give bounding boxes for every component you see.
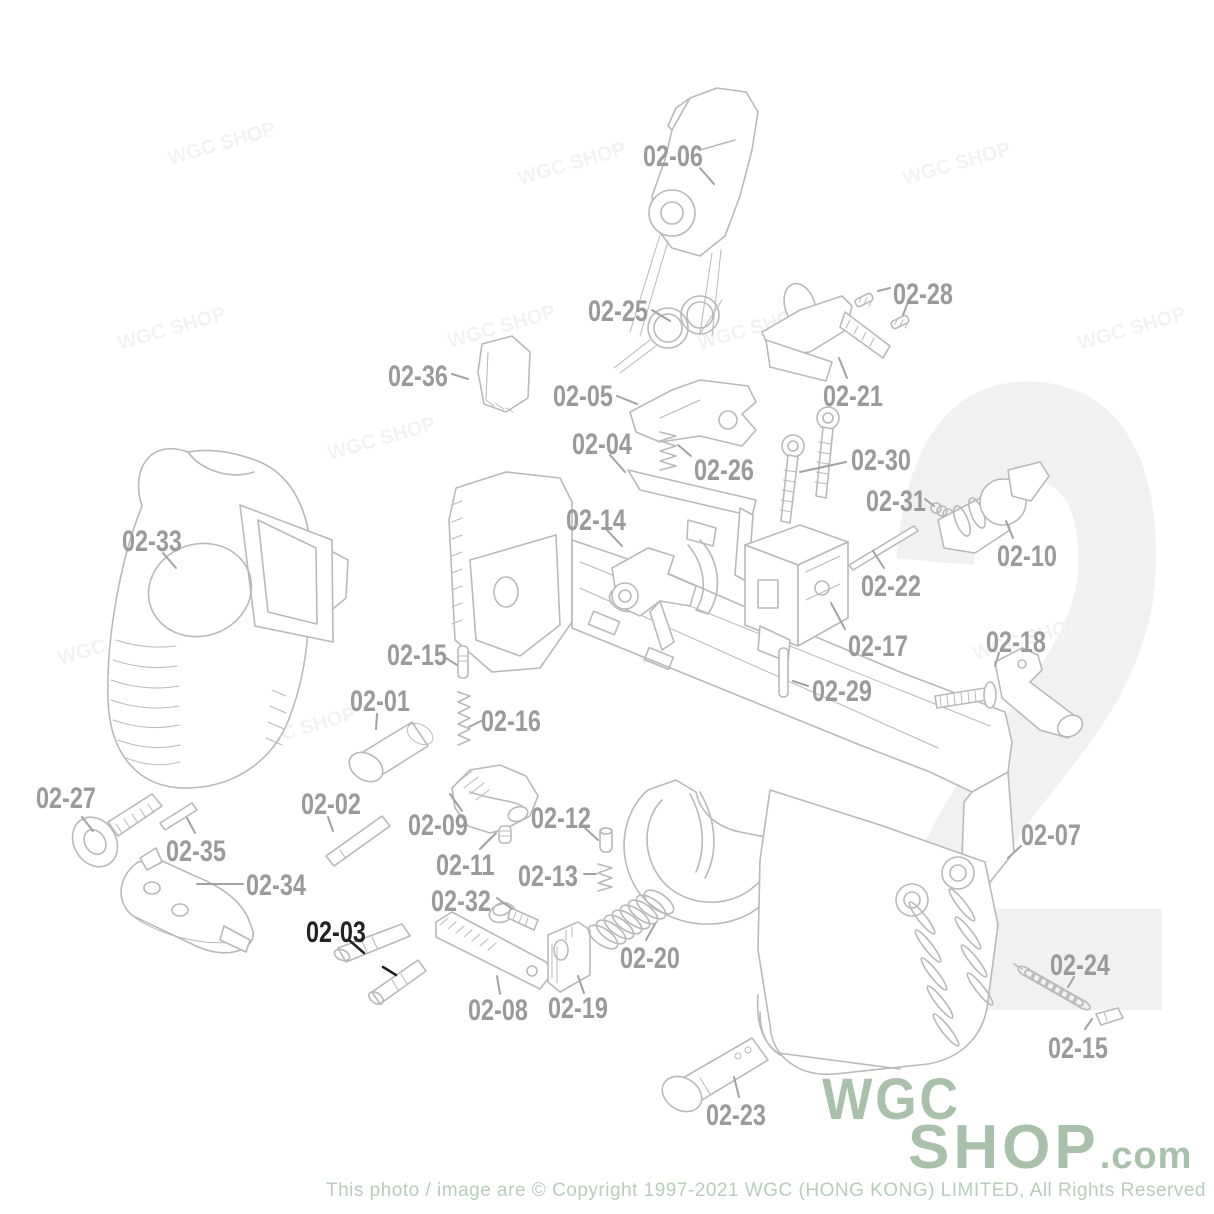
part-art-roller-02-01 xyxy=(348,721,434,783)
part-label-02-34: 02-34 xyxy=(246,869,306,902)
part-art-catch-02-08 xyxy=(435,911,554,990)
part-art-screw-02-11 xyxy=(498,825,512,844)
part-art-spring-02-20 xyxy=(587,889,675,950)
part-art-spring-02-13 xyxy=(597,863,613,892)
logo-shop-text: SHOP xyxy=(908,1113,1100,1182)
leader-lines xyxy=(81,167,1093,1098)
part-label-02-19: 02-19 xyxy=(548,992,608,1025)
part-label-02-07: 02-07 xyxy=(1021,819,1081,852)
part-label-02-23: 02-23 xyxy=(706,1099,766,1132)
part-label-02-27: 02-27 xyxy=(36,782,96,815)
part-art-safety-02-21 xyxy=(761,282,891,382)
part-label-02-26: 02-26 xyxy=(694,454,754,487)
part-art-spring-02-24 xyxy=(1013,963,1091,1011)
part-label-02-33: 02-33 xyxy=(122,525,182,558)
part-label-02-30: 02-30 xyxy=(851,444,911,477)
part-label-02-17: 02-17 xyxy=(848,630,908,663)
part-art-plate-02-34 xyxy=(120,847,254,954)
part-art-hammer-02-06 xyxy=(629,87,759,337)
part-art-trigger-02-04 xyxy=(627,469,757,615)
copyright-notice: This photo / image are © Copyright 1997-… xyxy=(325,1180,1206,1201)
part-art-selector-02-10 xyxy=(937,461,1050,554)
part-art-sear-02-05 xyxy=(629,379,757,447)
part-art-pins-02-03 xyxy=(333,923,427,1005)
part-label-02-32: 02-32 xyxy=(431,885,491,918)
part-art-pin-02-22 xyxy=(848,525,919,571)
part-label-02-09: 02-09 xyxy=(408,809,468,842)
part-label-02-15: 02-15 xyxy=(1048,1032,1108,1065)
part-art-bolt-02-27 xyxy=(71,793,163,868)
part-art-pin-02-35 xyxy=(159,802,198,831)
part-art-screw-02-32 xyxy=(488,901,539,931)
wgcshop-logo-wgc: WGC xyxy=(822,1067,961,1132)
part-art-screws-02-28 xyxy=(854,292,910,330)
part-art-pin-02-29 xyxy=(778,647,789,698)
part-label-02-21: 02-21 xyxy=(823,380,883,413)
part-art-button-02-09 xyxy=(451,764,539,834)
part-label-02-35: 02-35 xyxy=(166,835,226,868)
part-label-02-11: 02-11 xyxy=(436,849,495,882)
part-art-lever-02-14 xyxy=(611,547,697,651)
part-art-detent-02-12 xyxy=(599,827,613,853)
part-art-pin-02-02 xyxy=(325,815,391,867)
part-label-02-10: 02-10 xyxy=(997,540,1057,573)
part-art-02-36 xyxy=(477,335,531,413)
part-label-02-01: 02-01 xyxy=(350,685,410,718)
part-art-spring-02-16 xyxy=(457,691,471,746)
part-label-02-29: 02-29 xyxy=(812,675,872,708)
part-art-lever-02-18 xyxy=(934,647,1084,739)
part-art-spring-02-25 xyxy=(613,295,723,374)
part-art-pin-02-15-upper xyxy=(457,645,469,679)
part-label-02-12: 02-12 xyxy=(531,802,591,835)
part-label-02-22: 02-22 xyxy=(861,570,921,603)
part-label-02-31: 02-31 xyxy=(866,485,926,518)
part-label-02-05: 02-05 xyxy=(553,380,613,413)
logo-com-suffix: .com xyxy=(1099,1135,1193,1177)
part-art-pin-02-23 xyxy=(661,1037,769,1113)
part-art-spring-02-26 xyxy=(659,431,677,471)
wgcshop-logo-shop-com: SHOP.com xyxy=(908,1112,1192,1183)
part-art-grip-02-33 xyxy=(107,447,349,789)
part-label-02-24: 02-24 xyxy=(1050,949,1110,982)
grip-serrations xyxy=(908,888,994,1047)
part-label-02-02: 02-02 xyxy=(301,788,361,821)
part-art-screws-02-30 xyxy=(779,406,840,524)
part-label-02-20: 02-20 xyxy=(620,942,680,975)
part-label-02-14: 02-14 xyxy=(566,504,626,537)
part-label-02-36: 02-36 xyxy=(388,360,448,393)
part-label-02-15: 02-15 xyxy=(387,639,447,672)
part-label-02-18: 02-18 xyxy=(986,626,1046,659)
part-label-02-28: 02-28 xyxy=(893,278,953,311)
part-label-02-03-highlighted: 02-03 xyxy=(306,916,366,949)
part-label-02-25: 02-25 xyxy=(588,295,648,328)
part-label-02-06: 02-06 xyxy=(643,140,703,173)
part-art-block-02-19 xyxy=(547,921,591,993)
part-label-02-04: 02-04 xyxy=(572,428,632,461)
part-art-pin-02-15-lower xyxy=(1095,1007,1124,1026)
part-label-02-13: 02-13 xyxy=(518,860,578,893)
part-art-housing-02-17 xyxy=(744,524,849,663)
part-label-02-08: 02-08 xyxy=(468,994,528,1027)
part-label-02-16: 02-16 xyxy=(481,705,541,738)
